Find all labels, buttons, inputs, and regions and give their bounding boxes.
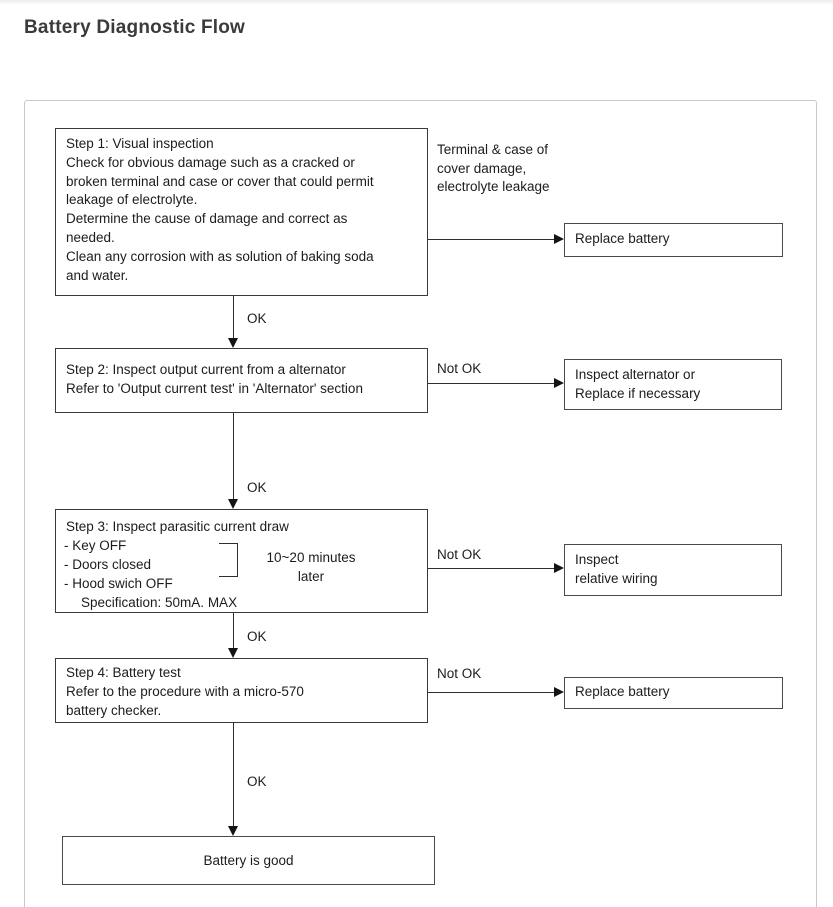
connector-step2-step3 [233, 413, 235, 499]
arrowhead-down-icon [228, 338, 238, 348]
arrowhead-down-icon [228, 499, 238, 509]
arrowhead-down-icon [228, 648, 238, 658]
step3-specification: Specification: 50mA. MAX [81, 595, 238, 610]
connector-step1-outcome [428, 239, 555, 241]
arrowhead-right-icon [554, 687, 564, 697]
step3-wait-note: 10~20 minutes later [266, 550, 356, 584]
connector-step2-outcome [428, 383, 555, 385]
connector-step3-outcome [428, 568, 555, 570]
step1-branch-label: Terminal & case of cover damage, electro… [437, 142, 550, 194]
step3-box: Step 3: Inspect parasitic current draw -… [55, 509, 428, 613]
step4-box: Step 4: Battery test Refer to the proced… [55, 658, 428, 723]
step3-heading: Step 3: Inspect parasitic current draw [66, 519, 289, 534]
step4-outcome-box: Replace battery [564, 677, 783, 709]
step3-checklist: - Key OFF - Doors closed - Hood swich OF… [64, 538, 173, 591]
arrowhead-right-icon [554, 378, 564, 388]
bracket-shape [219, 543, 238, 577]
step1-box: Step 1: Visual inspection Check for obvi… [55, 128, 428, 296]
page-title: Battery Diagnostic Flow [24, 17, 246, 38]
step2-box: Step 2: Inspect output current from a al… [55, 348, 428, 413]
step2-outcome-box: Inspect alternator or Replace if necessa… [564, 359, 782, 410]
top-divider [0, 0, 833, 4]
connector-step1-step2 [233, 296, 235, 338]
arrowhead-down-icon [228, 826, 238, 836]
result-box: Battery is good [62, 836, 435, 885]
not-ok-label-3: Not OK [437, 547, 482, 562]
ok-label-2: OK [247, 480, 267, 495]
not-ok-label-4: Not OK [437, 666, 482, 681]
connector-step4-outcome [428, 692, 555, 694]
arrowhead-right-icon [554, 563, 564, 573]
arrowhead-right-icon [554, 234, 564, 244]
ok-label-3: OK [247, 629, 267, 644]
ok-label-1: OK [247, 311, 267, 326]
ok-label-4: OK [247, 774, 267, 789]
connector-step3-step4 [233, 613, 235, 648]
step3-outcome-box: Inspect relative wiring [564, 544, 782, 596]
connector-step4-result [233, 723, 235, 826]
not-ok-label-2: Not OK [437, 361, 482, 376]
step1-outcome-box: Replace battery [564, 223, 783, 257]
